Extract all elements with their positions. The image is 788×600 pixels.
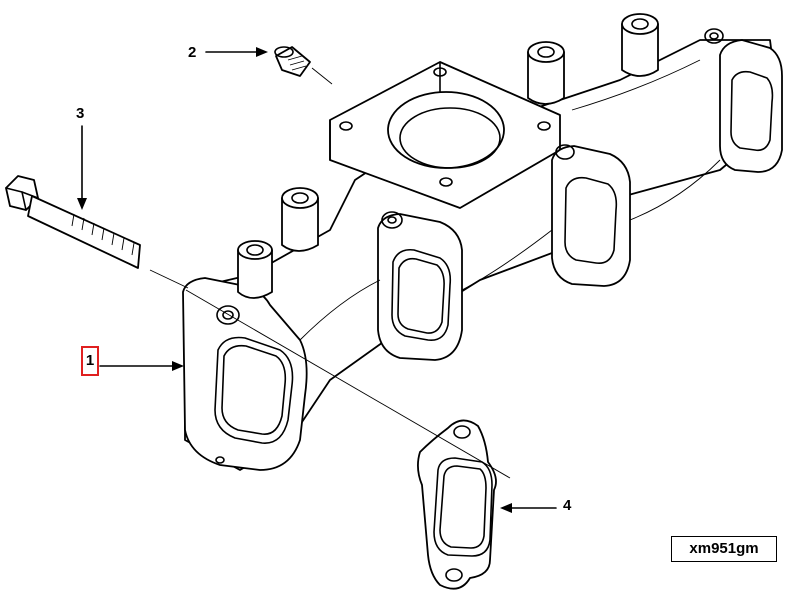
- callout-part-1: 1: [81, 346, 99, 376]
- arrow-head-4: [500, 503, 512, 513]
- callout-part-3: 3: [76, 105, 85, 122]
- callout-part-4: 4: [563, 497, 572, 514]
- flange-bolt: [5, 175, 189, 289]
- threaded-plug: [274, 46, 333, 85]
- reference-code-label: xm951gm: [671, 536, 777, 562]
- leader-arrows: [77, 47, 557, 513]
- arrow-head-3: [77, 198, 87, 210]
- arrow-head-2: [256, 47, 268, 57]
- arrow-head-1: [172, 361, 184, 371]
- exploded-axis-line: [185, 289, 511, 479]
- callout-part-2: 2: [188, 44, 197, 61]
- flange-gasket: [417, 419, 497, 590]
- intake-manifold: [182, 13, 783, 471]
